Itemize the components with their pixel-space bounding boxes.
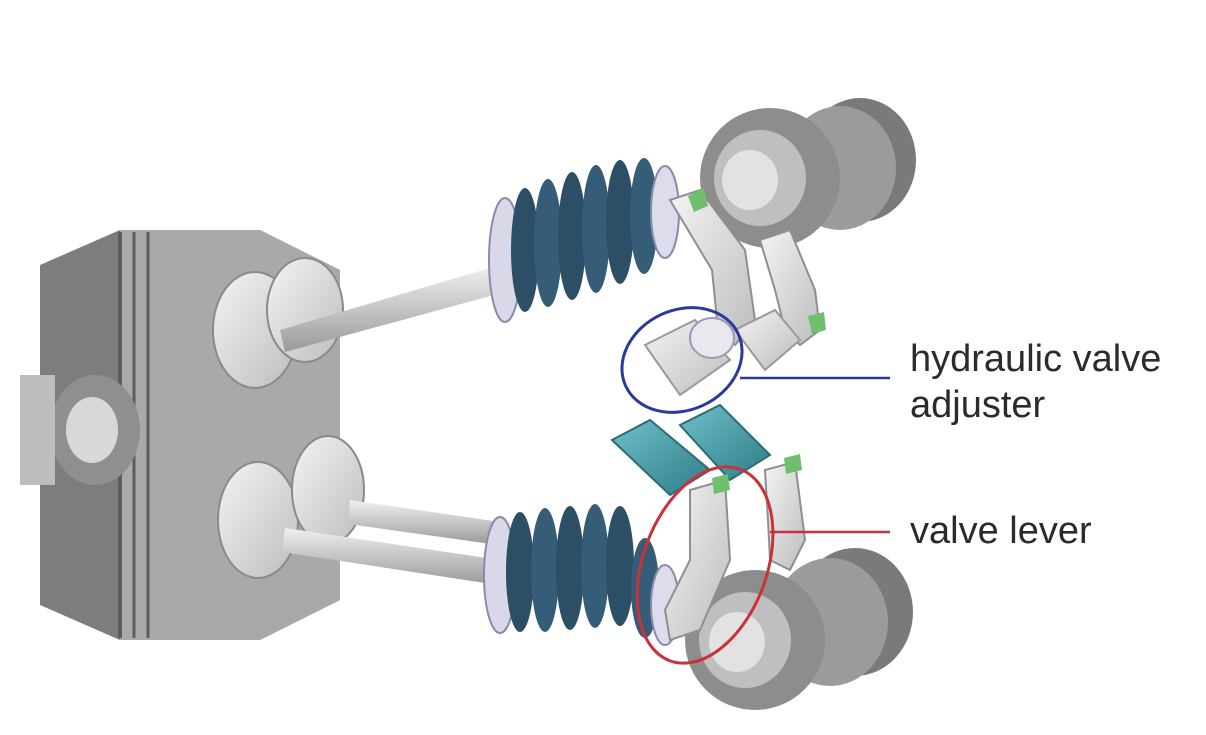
hydraulic-label-line2: adjuster	[910, 384, 1046, 426]
lower-camshaft	[685, 548, 913, 710]
upper-valves	[212, 257, 505, 389]
upper-hydraulic-adjusters	[643, 308, 802, 397]
lever-callout	[635, 465, 890, 665]
hydraulic-label-line1: hydraulic valve	[910, 338, 1162, 380]
hydraulic-valve-adjuster-label: hydraulic valve adjuster	[910, 336, 1161, 428]
valve-lever-label: valve lever	[910, 510, 1092, 552]
upper-valve-levers	[668, 188, 826, 347]
lower-valve-spring	[483, 504, 680, 646]
adjuster-callout	[620, 306, 890, 414]
upper-valve-spring	[488, 158, 680, 323]
upper-camshaft	[700, 98, 916, 248]
lower-valves	[217, 435, 500, 585]
adjuster-callout-circle	[620, 306, 744, 414]
lever-callout-circle	[635, 465, 775, 665]
lower-valve-levers	[663, 454, 807, 642]
